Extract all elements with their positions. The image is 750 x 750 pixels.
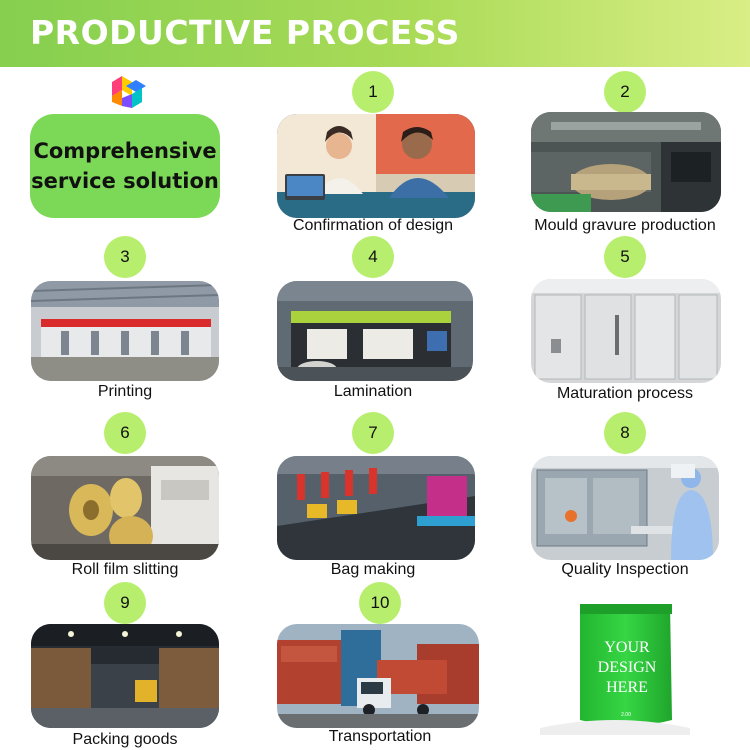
step-number-2: 2 (604, 71, 646, 113)
step-caption-8: Quality Inspection (561, 561, 689, 578)
slitting-machine-image (31, 456, 219, 560)
bag-small-print: 2.00 (621, 712, 631, 718)
step-caption-3: Printing (97, 383, 153, 400)
step-caption-5: Maturation process (556, 385, 694, 402)
bag-making-machine-image (277, 456, 475, 560)
bag-design-text: YOUR DESIGN HERE (597, 639, 657, 696)
step-number-1: 1 (352, 71, 394, 113)
step-number-7: 7 (352, 412, 394, 454)
curing-room-image (531, 279, 721, 383)
step-number-5: 5 (604, 236, 646, 278)
step-caption-7: Bag making (330, 561, 416, 578)
design-meeting-image (277, 114, 475, 218)
step-caption-4: Lamination (333, 383, 413, 400)
page-title: PRODUCTIVE PROCESS (30, 13, 460, 52)
step-number-3: 3 (104, 236, 146, 278)
printing-line-image (31, 281, 219, 381)
service-solution-label: Comprehensive service solution (31, 139, 219, 193)
step-caption-10: Transportation (328, 728, 432, 745)
service-solution-card: Comprehensive service solution (30, 114, 220, 218)
step-number-8: 8 (604, 412, 646, 454)
step-caption-9: Packing goods (72, 731, 178, 748)
step-number-10: 10 (359, 582, 401, 624)
step-number-4: 4 (352, 236, 394, 278)
lamination-machine-image (277, 281, 473, 381)
pouch-bag-image: 2.00 YOUR DESIGN HERE (540, 600, 690, 735)
step-number-6: 6 (104, 412, 146, 454)
container-truck-image (277, 624, 479, 728)
warehouse-image (31, 624, 219, 728)
brand-logo-icon (108, 72, 148, 110)
step-number-9: 9 (104, 582, 146, 624)
step-caption-1: Confirmation of design (292, 217, 454, 234)
header-banner: PRODUCTIVE PROCESS (0, 0, 750, 67)
step-caption-2: Mould gravure production (534, 217, 716, 234)
step-caption-6: Roll film slitting (71, 561, 179, 578)
gravure-machine-image (531, 112, 721, 212)
inspection-lab-image (531, 456, 719, 560)
